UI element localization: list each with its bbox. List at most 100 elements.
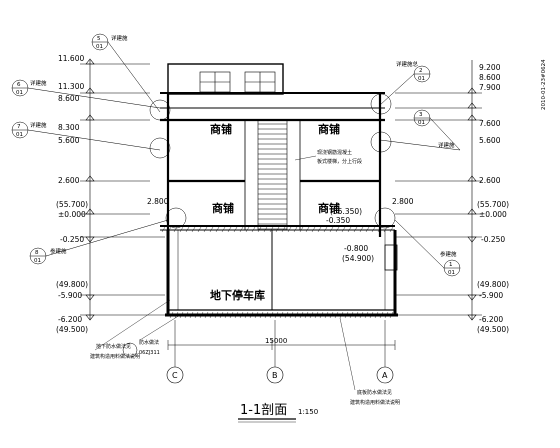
hatch-line — [304, 311, 309, 319]
grid-axis-label: C — [172, 371, 178, 380]
hatch-line — [269, 311, 274, 319]
hatch-line — [281, 226, 286, 233]
room-label-shop: 商铺 — [318, 122, 340, 136]
hatch-line — [239, 226, 244, 233]
hatch-line — [365, 226, 370, 233]
hatch-line — [299, 311, 304, 319]
hatch-line — [359, 311, 364, 319]
callout-label: 详建施 — [30, 121, 47, 129]
hatch-line — [314, 311, 319, 319]
hatch-line — [227, 226, 232, 233]
callout-sheet: 01 — [418, 120, 425, 126]
room-label-shop: 商铺 — [318, 201, 340, 215]
hatch-line — [204, 311, 209, 319]
hatch-line — [215, 226, 220, 233]
level-label: (49.500) — [477, 325, 509, 334]
interior-level: 2.800 — [147, 197, 169, 206]
hatch-line — [359, 226, 364, 233]
hatch-line — [389, 311, 394, 319]
hatch-line — [293, 226, 298, 233]
hatch-line — [347, 226, 352, 233]
level-label: 7.900 — [479, 83, 501, 92]
level-label: 5.600 — [58, 136, 80, 145]
hatch-line — [194, 311, 199, 319]
hatch-line — [245, 226, 250, 233]
grid-axis-label: B — [272, 371, 278, 380]
level-label: -5.900 — [479, 291, 503, 300]
hatch-line — [257, 226, 262, 233]
stair-note: 现浇钢筋混凝土 — [317, 149, 352, 156]
hatch-line — [263, 226, 268, 233]
hatch-line — [251, 226, 256, 233]
hatch-line — [311, 226, 316, 233]
hatch-line — [364, 311, 369, 319]
level-label: 8.300 — [58, 123, 80, 132]
note-text: 建筑构造用料做法说明 — [90, 353, 140, 360]
hatch-line — [244, 311, 249, 319]
callout-number: 6 — [17, 82, 21, 88]
interior-level: 2.800 — [392, 197, 414, 206]
hatch-line — [374, 311, 379, 319]
hatch-line — [185, 226, 190, 233]
level-label: 9.200 — [479, 63, 501, 72]
hatch-line — [324, 311, 329, 319]
hatch-line — [379, 311, 384, 319]
level-label: -0.250 — [60, 235, 84, 244]
hatch-line — [389, 226, 394, 233]
hatch-line — [179, 311, 184, 319]
interior-level: (55.350) — [330, 207, 362, 216]
hatch-line — [334, 311, 339, 319]
hatch-line — [259, 311, 264, 319]
level-label: ±0.000 — [479, 210, 507, 219]
level-label: 5.600 — [479, 136, 501, 145]
hatch-line — [339, 311, 344, 319]
level-label: (49.500) — [56, 325, 88, 334]
hatch-line — [289, 311, 294, 319]
right-level-labels: 9.200 8.600 7.900 7.600 5.600 2.600 (55.… — [477, 63, 509, 334]
callout-sheet: 01 — [16, 90, 23, 96]
level-label: 2.600 — [58, 176, 80, 185]
hatch-line — [191, 226, 196, 233]
level-label: 7.600 — [479, 119, 501, 128]
level-label: 2.600 — [479, 176, 501, 185]
note-text: 06ZJ311 — [139, 350, 160, 356]
hatch-line — [354, 311, 359, 319]
callout-sheet: 01 — [448, 270, 455, 276]
hatch-line — [319, 311, 324, 319]
level-label: -0.250 — [481, 235, 505, 244]
callout-label: 详建施 — [438, 141, 455, 149]
hatch-line — [287, 226, 292, 233]
hatch-line — [275, 226, 280, 233]
stair-treads — [258, 123, 287, 230]
level-label: -6.200 — [479, 315, 503, 324]
hatch-line — [279, 311, 284, 319]
hatch-line — [384, 311, 389, 319]
basement-section — [165, 230, 398, 317]
callout-label: 详建施总 — [396, 60, 419, 68]
level-label: 8.600 — [58, 94, 80, 103]
level-label: -6.200 — [58, 315, 82, 324]
callout-number: 2 — [419, 68, 423, 74]
hatch-line — [269, 226, 274, 233]
hatch-line — [233, 226, 238, 233]
level-label: (55.700) — [56, 200, 88, 209]
hatch-line — [369, 311, 374, 319]
hatch-line — [264, 311, 269, 319]
hatch-line — [294, 311, 299, 319]
hatch-line — [179, 226, 184, 233]
hatch-line — [167, 226, 172, 233]
hatch-line — [309, 311, 314, 319]
hatch-line — [214, 311, 219, 319]
callout-label: 详建施 — [30, 79, 47, 87]
callout-number: 7 — [17, 124, 21, 130]
callout-label: 参建施 — [50, 247, 67, 255]
note-text: 建筑构造用料做法说明 — [350, 399, 400, 406]
callout-sheet: 01 — [34, 258, 41, 264]
wall-hatching — [161, 226, 394, 319]
building-section — [160, 63, 395, 237]
hatch-line — [224, 311, 229, 319]
hatch-line — [184, 311, 189, 319]
level-label: 8.600 — [479, 73, 501, 82]
level-label: ±0.000 — [58, 210, 86, 219]
hatch-line — [335, 226, 340, 233]
